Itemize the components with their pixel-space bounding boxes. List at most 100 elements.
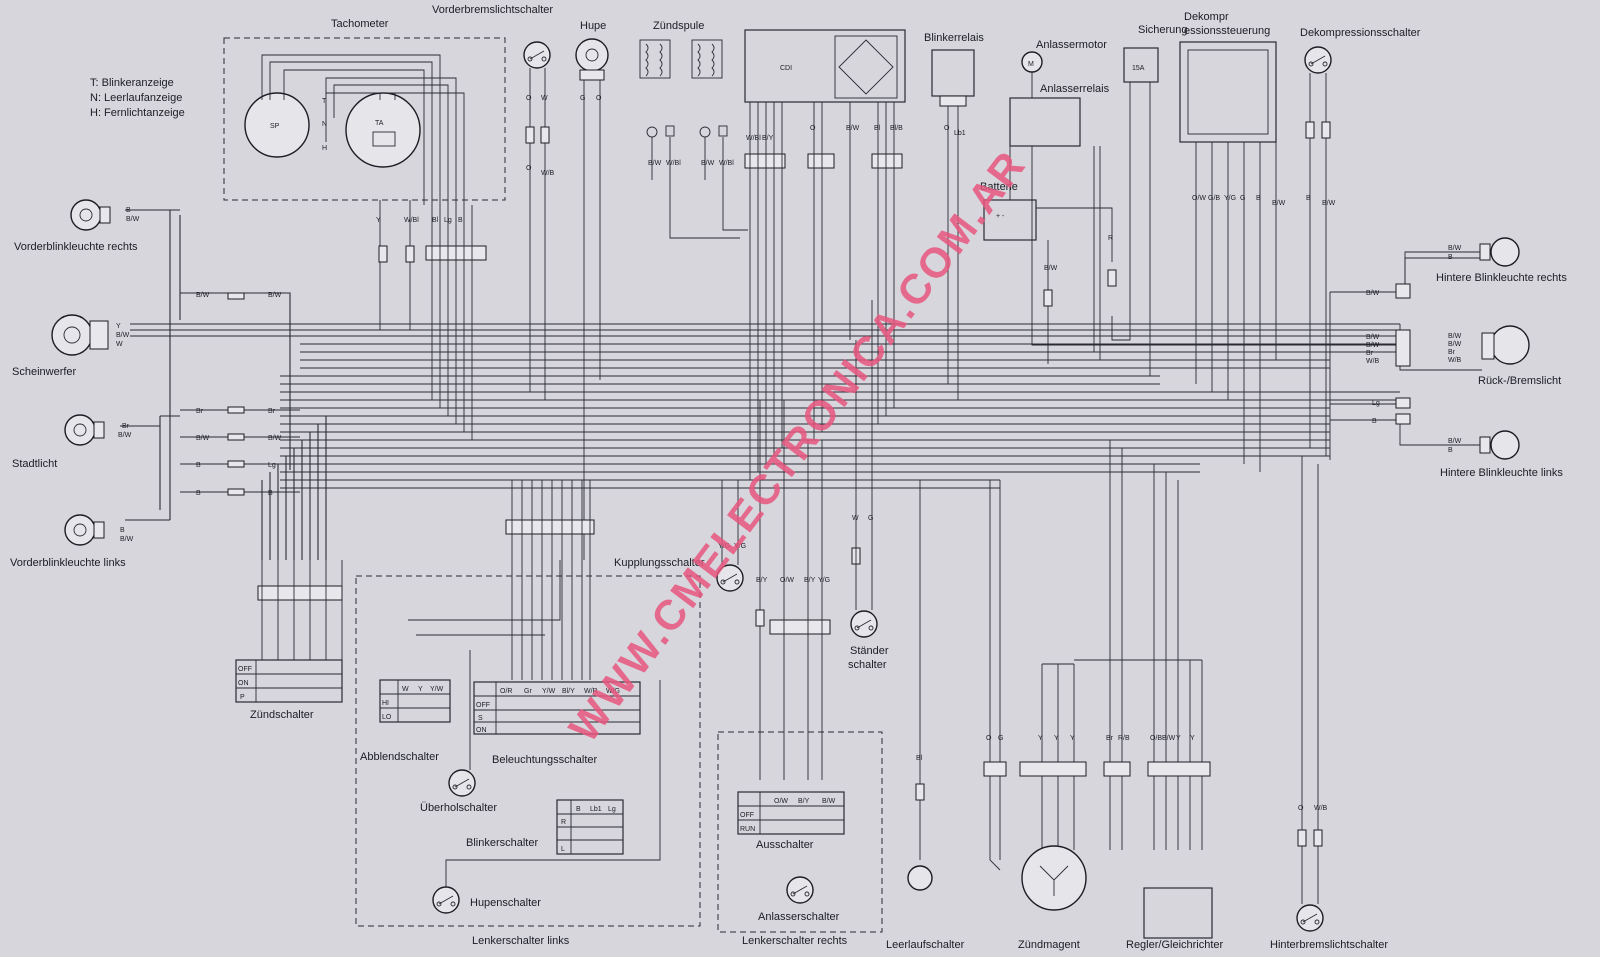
wire-cdi-4: B/W xyxy=(846,125,860,132)
regulator-rectifier: Regler/Gleichrichter Br R/B O/B B/W Y Y xyxy=(1074,440,1224,951)
light-row-s: S xyxy=(478,715,483,722)
light-row-off: OFF xyxy=(476,702,490,709)
light-h-4: Bl/Y xyxy=(562,688,575,695)
wire-dc-5: B xyxy=(1256,195,1261,202)
dimmer-switch-label: Abblendschalter xyxy=(360,751,439,763)
stand-switch-label-2: schalter xyxy=(848,659,887,671)
left-handlebar-label: Lenkerschalter links xyxy=(472,935,570,947)
ignition-coils: Zündspule B/W W/Bl B/W W/Bl xyxy=(639,20,748,239)
rear-left-turn-label: Hintere Blinkleuchte links xyxy=(1440,467,1563,479)
tachometer-box xyxy=(223,37,506,201)
decomp-label-2: essionssteuerung xyxy=(1184,25,1270,37)
decompression-control: Dekompr essionssteuerung O/W G/B Y/G G B… xyxy=(1179,11,1286,472)
wire-bw-4: B/W xyxy=(268,435,282,442)
ta-label: TA xyxy=(375,120,384,127)
headlight-icon xyxy=(51,314,93,356)
wire-br-1: Br xyxy=(196,408,204,415)
wire-ds-1: B xyxy=(1306,195,1311,202)
wire-b: B xyxy=(458,217,463,224)
wire-rh-3: B/Y xyxy=(804,577,816,584)
sp-label: SP xyxy=(270,123,280,130)
kill-h-1: O/W xyxy=(774,798,788,805)
horn-switch-icon xyxy=(432,886,460,914)
lighting-switch-label: Beleuchtungsschalter xyxy=(492,754,598,766)
stand-switch-label-1: Ständer xyxy=(850,645,889,657)
decomp-control-icon xyxy=(1179,41,1277,143)
light-h-2: Gr xyxy=(524,688,532,695)
wire-y-hl: Y xyxy=(116,323,121,330)
lighting-switch-table xyxy=(473,681,641,735)
light-row-on: ON xyxy=(476,727,487,734)
wire-cdi-3: O xyxy=(810,125,816,132)
starter-motor-label: Anlassermotor xyxy=(1036,39,1107,51)
rear-left-turn-bulb-icon xyxy=(1490,430,1520,460)
wire-b-fl: B xyxy=(120,527,125,534)
wire-mg-5: Y xyxy=(1070,735,1075,742)
fuse-label: Sicherung xyxy=(1138,24,1188,36)
dimmer-switch-table xyxy=(379,679,451,723)
passing-switch-label: Überholschalter xyxy=(420,802,497,814)
wire-rl-1: B/W xyxy=(1448,438,1462,445)
wire-lg-1: Lg xyxy=(268,462,276,469)
turn-row-l: L xyxy=(561,846,565,853)
wire-bw-c2: B/W xyxy=(701,160,715,167)
stand-switch-icon xyxy=(850,610,878,638)
wire-tb-4: W/B xyxy=(1448,357,1462,364)
speedometer-gauge xyxy=(244,92,310,158)
regulator-icon xyxy=(1143,887,1213,939)
ignition-switch-table xyxy=(235,659,343,703)
wire-mg-1: O xyxy=(986,735,992,742)
wire-rh-1: B/Y xyxy=(756,577,768,584)
wire-wbl-c1: W/Bl xyxy=(666,160,681,167)
turn-h-lg: Lg xyxy=(608,806,616,813)
regulator-label: Regler/Gleichrichter xyxy=(1126,939,1224,951)
ign-row-on: ON xyxy=(238,680,249,687)
kill-row-run: RUN xyxy=(740,826,755,833)
front-brake-switch: Vorderbremslichtschalter O W O W/B xyxy=(432,4,555,400)
wire-mg-2: G xyxy=(998,735,1003,742)
front-lights: Vorderblinkleuchte rechts B B/W Scheinwe… xyxy=(10,199,282,569)
right-handlebar-label: Lenkerschalter rechts xyxy=(742,935,848,947)
front-brake-switch-label: Vorderbremslichtschalter xyxy=(432,4,553,16)
wire-dc-2: G/B xyxy=(1208,195,1220,202)
wire-rear-4: Br xyxy=(1366,350,1374,357)
motor-m: M xyxy=(1028,61,1034,68)
ignition-coil-label: Zündspule xyxy=(653,20,704,32)
wire-br-2: Br xyxy=(268,408,276,415)
decompression-switch: Dekompressionsschalter B B/W xyxy=(1300,27,1421,456)
wire-y: Y xyxy=(376,217,381,224)
wire-rr-1: B/W xyxy=(1448,245,1462,252)
horn: Hupe G O xyxy=(575,20,609,560)
turn-switch-label: Blinkerschalter xyxy=(466,837,538,849)
right-handlebar-box xyxy=(717,731,883,933)
wire-wb-fb: W/B xyxy=(541,170,555,177)
wire-bw-cl: B/W xyxy=(118,432,132,439)
wire-rg-2: R/B xyxy=(1118,735,1130,742)
dim-h-w: W xyxy=(402,686,409,693)
dim-row-hi: HI xyxy=(382,700,389,707)
wire-cl-2: Y/G xyxy=(734,543,746,550)
wire-rh-4: Y/G xyxy=(818,577,830,584)
clutch-switch-label: Kupplungsschalter xyxy=(614,557,705,569)
wire-w-fb: W xyxy=(541,95,548,102)
neutral-switch-icon xyxy=(907,865,933,891)
wire-rh-2: O/W xyxy=(780,577,794,584)
cdi-box xyxy=(744,29,906,103)
city-light-bulb-icon xyxy=(64,414,105,446)
wire-bw-fr: B/W xyxy=(126,216,140,223)
light-h-6: W/G xyxy=(606,688,620,695)
rear-right-turn-label: Hintere Blinkleuchte rechts xyxy=(1436,272,1567,284)
battery-label: Batterie xyxy=(980,181,1018,193)
wire-w-hl: W xyxy=(116,341,123,348)
light-h-5: W/R xyxy=(584,688,598,695)
wire-lg: Lg xyxy=(444,217,452,224)
wire-rear-3: B/W xyxy=(1366,342,1380,349)
coil-1-icon xyxy=(639,39,671,79)
horn-icon xyxy=(575,38,609,72)
kill-switch-table xyxy=(737,791,845,835)
fuse-icon xyxy=(1123,47,1159,83)
wire-rr-2: B xyxy=(1448,254,1453,261)
tachometer-label: Tachometer xyxy=(331,18,389,30)
wire-wbl: W/Bl xyxy=(404,217,419,224)
